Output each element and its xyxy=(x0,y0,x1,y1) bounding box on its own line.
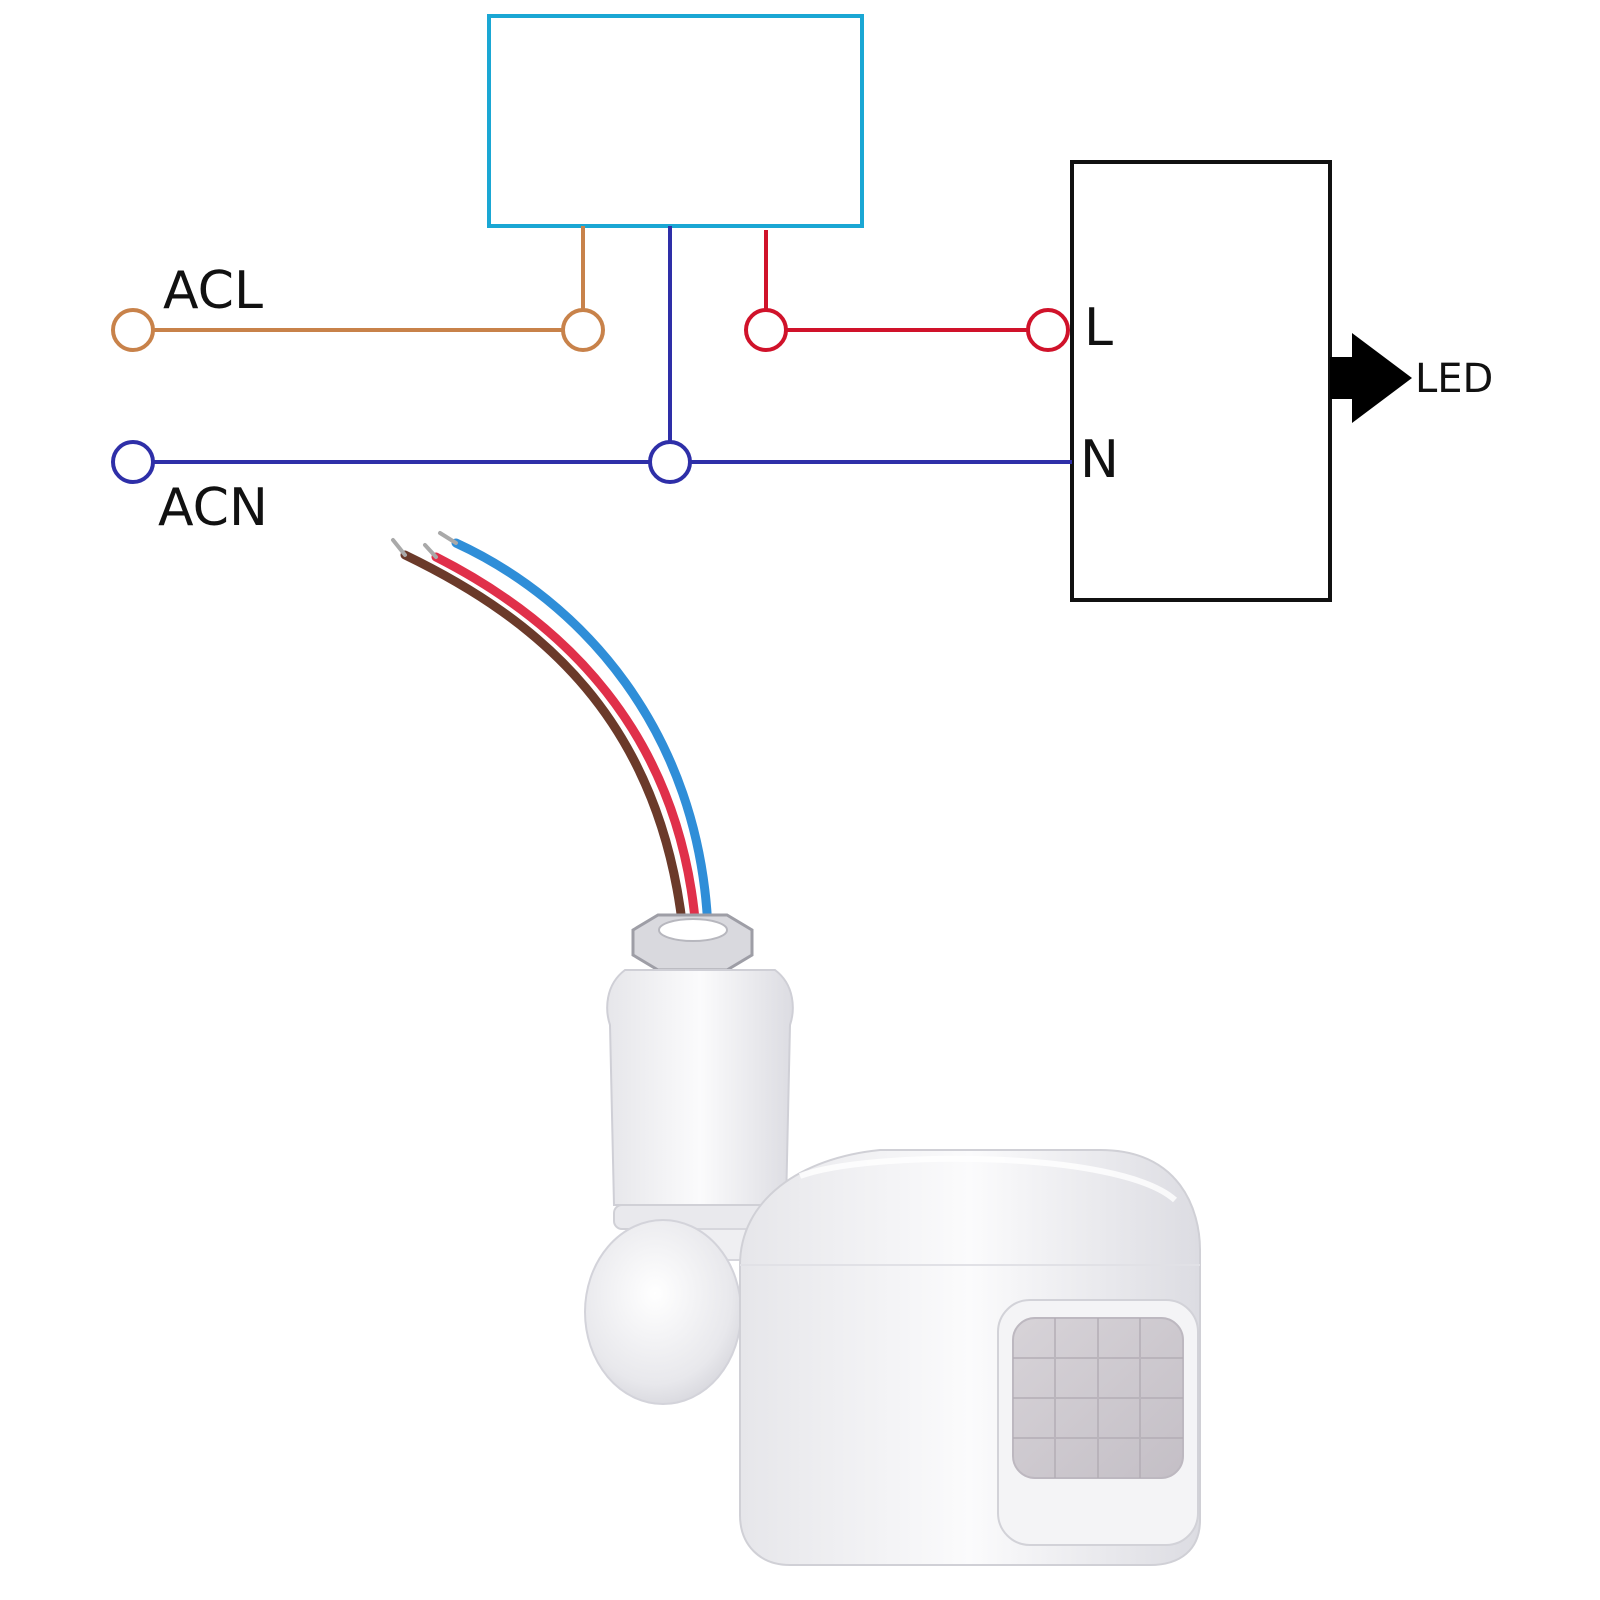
neutral-wire xyxy=(111,226,1072,484)
acn-terminal xyxy=(111,440,155,484)
l-terminal xyxy=(1026,308,1070,352)
sensor-module-box xyxy=(487,14,864,228)
brown-wire xyxy=(400,550,688,935)
acl-module-terminal xyxy=(561,308,605,352)
led-label: LED xyxy=(1415,356,1493,402)
pir-motion-sensor-photo xyxy=(391,531,1201,1566)
led-driver-box xyxy=(1070,160,1332,602)
acl-label: ACL xyxy=(163,261,263,321)
live-input-wire xyxy=(111,226,605,352)
acn-label: ACN xyxy=(158,478,268,538)
arrow-right-icon xyxy=(1330,333,1412,423)
sensor-wires xyxy=(391,531,713,935)
load-output-wire xyxy=(744,230,1070,352)
sensor-stem xyxy=(606,969,794,1206)
load-module-terminal xyxy=(744,308,788,352)
l-label: L xyxy=(1084,298,1113,358)
n-label: N xyxy=(1080,430,1119,490)
red-wire xyxy=(431,552,701,935)
neutral-junction xyxy=(648,440,692,484)
blue-wire xyxy=(451,538,713,935)
acl-terminal xyxy=(111,308,155,352)
swivel-joint xyxy=(584,1219,742,1405)
